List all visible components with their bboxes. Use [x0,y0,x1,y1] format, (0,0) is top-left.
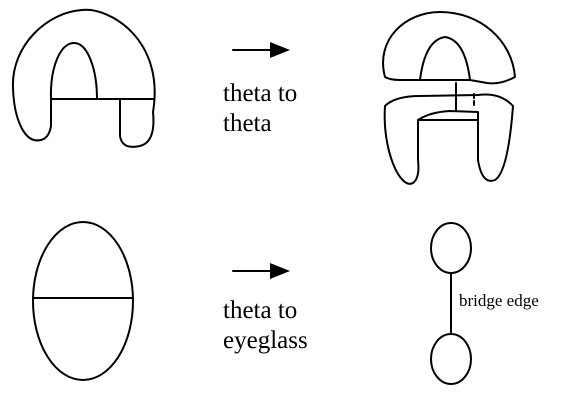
theta-graph [32,221,134,381]
theta-surface-before [11,8,156,148]
right-arrow-icon [232,263,290,279]
theta-to-theta-line-1: theta to [223,80,297,107]
theta-to-eyeglass-line-2: eyeglass [223,327,308,354]
right-arrow-icon [232,42,290,58]
eyeglass-graph [430,222,472,385]
theta-surface-after [382,11,516,185]
theta-to-eyeglass-line-1: theta to [223,297,297,324]
bridge-edge-label: bridge edge [459,291,539,310]
theta-to-theta-line-2: theta [223,110,272,137]
